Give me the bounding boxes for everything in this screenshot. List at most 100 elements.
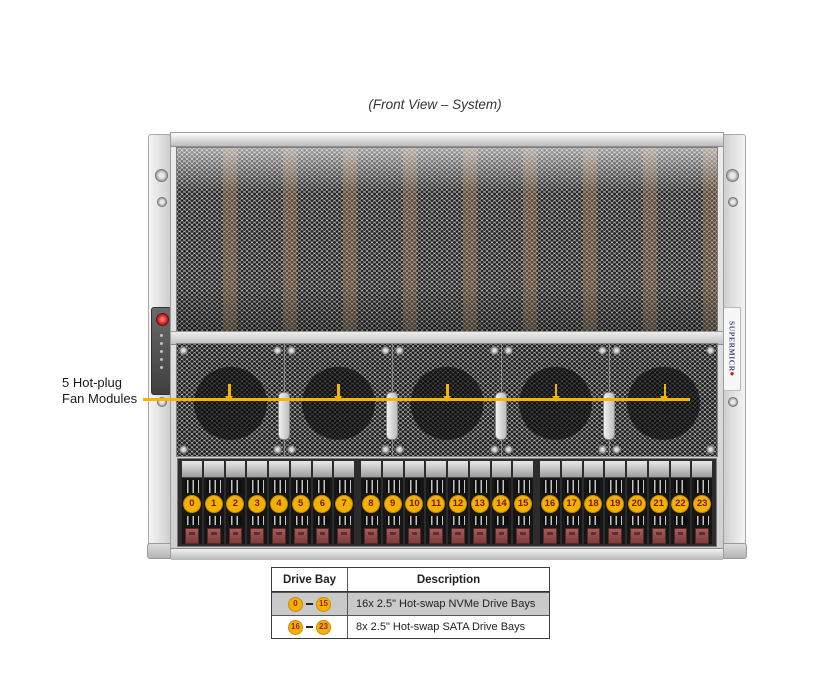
- drive-vent-slits: [315, 480, 330, 493]
- status-led: [160, 334, 163, 337]
- fan-screw-icon: [179, 445, 188, 454]
- header-drive-bay: Drive Bay: [272, 568, 348, 591]
- drive-bay: 23: [692, 461, 712, 544]
- fan-screw-icon: [395, 445, 405, 454]
- drive-vent-slits: [364, 516, 378, 525]
- fan-screw-icon: [287, 445, 297, 454]
- drive-vent-slits: [695, 480, 709, 493]
- drive-vent-slits: [407, 516, 422, 525]
- range-dash-icon: [306, 602, 313, 606]
- drive-vent-slits: [293, 516, 308, 525]
- drive-bay: 1: [203, 461, 224, 544]
- drive-tray-top: [404, 461, 425, 478]
- drive-vent-slits: [451, 516, 465, 525]
- drive-number-badge: 3: [248, 495, 267, 513]
- fan-pointer-arrow-icon: [552, 384, 559, 402]
- drive-vent-slits: [472, 516, 487, 525]
- drive-release-latch: [250, 528, 264, 544]
- drive-number-badge: 19: [606, 495, 625, 513]
- drive-bay: 7: [334, 461, 354, 544]
- fan-screw-icon: [503, 346, 513, 355]
- drive-vent-slits: [315, 516, 330, 525]
- drive-tray-top: [203, 461, 224, 478]
- drive-release-latch: [272, 528, 286, 544]
- drive-number-badge: 8: [361, 495, 380, 513]
- drive-vent-slits: [564, 516, 579, 525]
- drive-tray-top: [605, 461, 625, 478]
- drive-vent-slits: [516, 480, 530, 493]
- drive-release-latch: [472, 528, 487, 544]
- drive-vent-slits: [651, 516, 666, 525]
- drive-vent-slits: [608, 480, 622, 493]
- fan-screw-icon: [611, 346, 621, 355]
- drive-vent-slits: [651, 480, 666, 493]
- chassis-top-rail: [171, 133, 723, 147]
- fan-screw-icon: [381, 346, 391, 355]
- drive-bay: 11: [426, 461, 446, 544]
- drive-vent-slits: [586, 516, 601, 525]
- drive-vent-slits: [608, 516, 622, 525]
- drive-bay: 10: [404, 461, 425, 544]
- status-led: [160, 342, 163, 345]
- drive-bay: 2: [225, 461, 246, 544]
- drive-tray-top: [290, 461, 311, 478]
- chassis-bottom-rail: [171, 548, 723, 560]
- drive-release-latch: [364, 528, 378, 544]
- fan-screw-icon: [179, 346, 188, 355]
- description-cell: 8x 2.5" Hot-swap SATA Drive Bays: [356, 621, 526, 633]
- drive-release-latch: [564, 528, 579, 544]
- range-end-badge: 23: [316, 619, 331, 635]
- drive-bay: 14: [491, 461, 512, 544]
- drive-release-latch: [516, 528, 530, 544]
- fan-screw-icon: [503, 445, 513, 454]
- drive-release-latch: [206, 528, 221, 544]
- fan-screw-icon: [273, 445, 283, 454]
- drive-number-badge: 6: [313, 495, 332, 513]
- drive-tray-top: [182, 461, 202, 478]
- drive-bay: 3: [247, 461, 267, 544]
- fan-screw-icon: [287, 346, 297, 355]
- fan-screw-icon: [706, 346, 716, 355]
- drive-release-latch: [543, 528, 557, 544]
- fan-screw-icon: [395, 346, 405, 355]
- drive-release-latch: [293, 528, 308, 544]
- drive-vent-slits: [185, 516, 199, 525]
- drive-number-badge: 0: [182, 495, 201, 513]
- drive-vent-slits: [206, 516, 221, 525]
- drive-bay: 9: [382, 461, 403, 544]
- screw-icon: [728, 197, 738, 207]
- drive-tray-top: [583, 461, 604, 478]
- thumbscrew-icon: [726, 169, 739, 182]
- range-end-badge: 15: [316, 596, 331, 612]
- drive-tray-top: [269, 461, 289, 478]
- drive-bay: 4: [269, 461, 289, 544]
- status-led: [160, 366, 163, 369]
- gpu-bay-grille: [176, 147, 718, 333]
- range-start-badge: 16: [288, 619, 303, 635]
- drive-tray-top: [648, 461, 669, 478]
- drive-bay-range-cell: 0 15: [272, 593, 348, 615]
- status-led: [160, 350, 163, 353]
- drive-bay: 18: [583, 461, 604, 544]
- drive-vent-slits: [250, 516, 264, 525]
- drive-release-latch: [695, 528, 709, 544]
- range-start-badge: 0: [288, 596, 303, 612]
- fan-handle: [278, 392, 291, 440]
- drive-tray-top: [627, 461, 647, 478]
- fan-screw-icon: [597, 346, 607, 355]
- drive-vent-slits: [673, 516, 688, 525]
- drive-vent-slits: [494, 480, 509, 493]
- drive-vent-slits: [206, 480, 221, 493]
- drive-vent-slits: [228, 480, 243, 493]
- grille-shadow: [177, 286, 717, 332]
- drive-vent-slits: [337, 480, 351, 493]
